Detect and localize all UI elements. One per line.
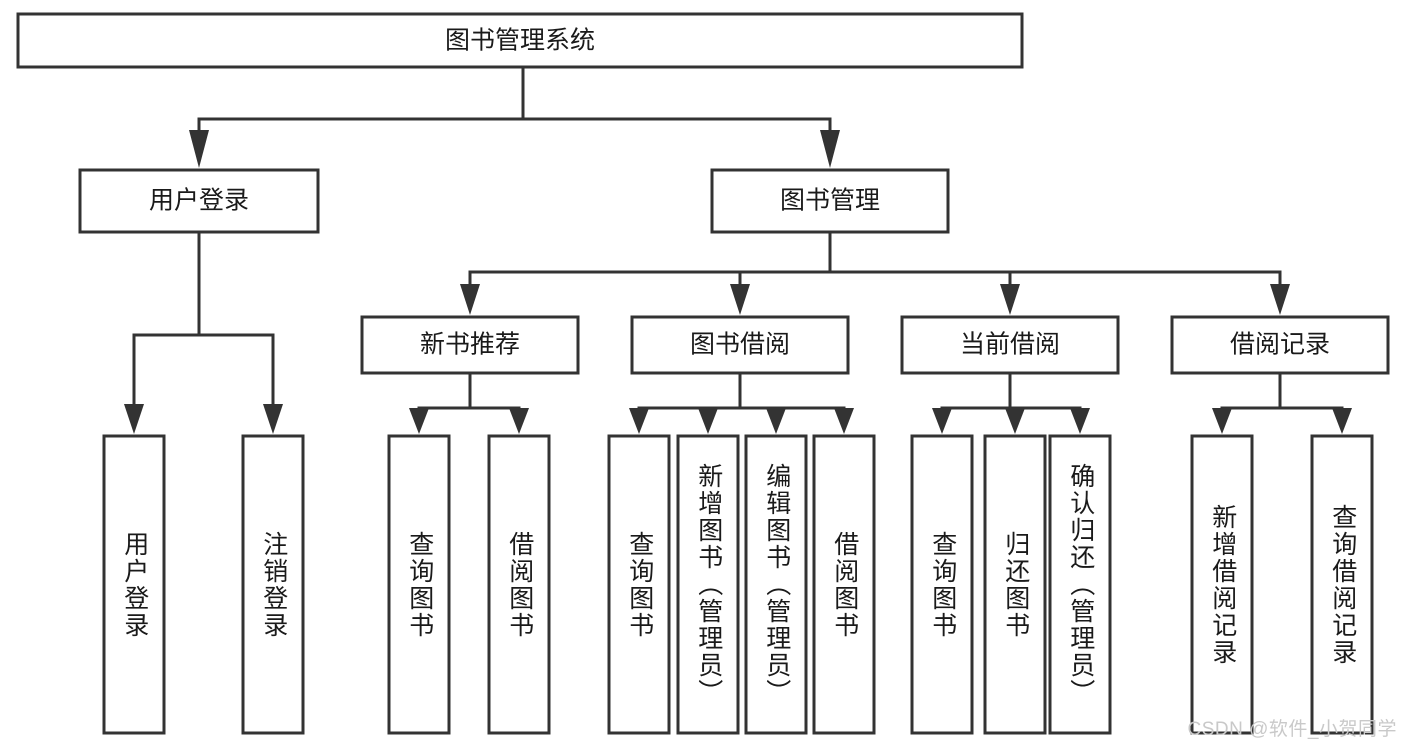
node-user-login[interactable]: 用户登录 (78, 168, 320, 234)
node-user-login-box[interactable] (78, 168, 320, 234)
node-current-borrow-label: 当前借阅 (960, 331, 1060, 359)
node-borrow-record-box[interactable] (1170, 315, 1390, 375)
arrow-head-leaf-logout-login (263, 404, 283, 434)
node-new-book-recommend-label: 新书推荐 (420, 331, 520, 359)
arrow-head-leaf-query-borrow-record (1332, 408, 1352, 434)
node-new-book-recommend-box[interactable] (360, 315, 580, 375)
arrow-head-leaf-query-book-borrow (629, 408, 649, 434)
leaf-boxes (102, 434, 1374, 735)
node-root-system[interactable]: 图书管理系统 (16, 12, 1024, 69)
arrow-head-leaf-confirm-return-admin (1070, 408, 1090, 434)
leaf-borrow-book-box[interactable] (812, 434, 876, 735)
leaf-borrow-book-rec-box[interactable] (487, 434, 551, 735)
connector-group-current-borrow (932, 371, 1090, 434)
leaf-query-book-borrow-box[interactable] (607, 434, 671, 735)
node-book-management-box[interactable] (710, 168, 950, 234)
leaf-query-borrow-record-box[interactable] (1310, 434, 1374, 735)
node-current-borrow-box[interactable] (900, 315, 1120, 375)
connector-group-book-management (460, 230, 1290, 315)
leaf-query-book-cur-box[interactable] (910, 434, 974, 735)
arrow-head-book-management (820, 130, 840, 168)
leaf-query-book-rec-box[interactable] (387, 434, 451, 735)
arrow-head-book-borrow (730, 284, 750, 315)
leaf-add-book-admin-box[interactable] (676, 434, 740, 735)
node-root-system-label: 图书管理系统 (445, 27, 595, 55)
leaf-logout-login-box[interactable] (241, 434, 305, 735)
node-root-system-box[interactable] (16, 12, 1024, 69)
node-borrow-record-label: 借阅记录 (1230, 331, 1330, 359)
node-borrow-record[interactable]: 借阅记录 (1170, 315, 1390, 375)
node-book-borrow-label: 图书借阅 (690, 331, 790, 359)
arrow-head-leaf-return-book (1005, 408, 1025, 434)
node-book-borrow[interactable]: 图书借阅 (630, 315, 850, 375)
connector-group-user-login (124, 230, 283, 434)
arrow-head-leaf-edit-book-admin (766, 408, 786, 434)
node-book-management[interactable]: 图书管理 (710, 168, 950, 234)
arrow-head-user-login (189, 130, 209, 168)
arrow-head-current-borrow (1000, 284, 1020, 315)
leaf-confirm-return-admin-box[interactable] (1048, 434, 1112, 735)
arrow-head-leaf-query-book-rec (409, 408, 429, 434)
arrow-head-borrow-record (1270, 284, 1290, 315)
leaf-add-borrow-record-box[interactable] (1190, 434, 1254, 735)
leaf-user-login-box[interactable] (102, 434, 166, 735)
arrow-head-new-book-recommend (460, 284, 480, 315)
csdn-watermark: CSDN @软件_小贺同学 (1187, 719, 1397, 740)
arrow-head-leaf-query-book-cur (932, 408, 952, 434)
connector-group-new-book-recommend (409, 371, 529, 434)
leaf-return-book-box[interactable] (983, 434, 1047, 735)
node-current-borrow[interactable]: 当前借阅 (900, 315, 1120, 375)
arrow-head-leaf-borrow-book-rec (509, 408, 529, 434)
node-book-management-label: 图书管理 (780, 187, 880, 215)
connector-group-borrow-record (1212, 371, 1352, 434)
leaf-edit-book-admin-box[interactable] (744, 434, 808, 735)
connector-group-root (189, 65, 840, 168)
arrow-head-leaf-add-book-admin (698, 408, 718, 434)
arrow-head-leaf-borrow-book (834, 408, 854, 434)
node-new-book-recommend[interactable]: 新书推荐 (360, 315, 580, 375)
node-user-login-label: 用户登录 (149, 187, 249, 215)
arrow-head-leaf-add-borrow-record (1212, 408, 1232, 434)
arrow-head-leaf-user-login (124, 404, 144, 434)
connector-group-book-borrow (629, 371, 854, 434)
node-book-borrow-box[interactable] (630, 315, 850, 375)
